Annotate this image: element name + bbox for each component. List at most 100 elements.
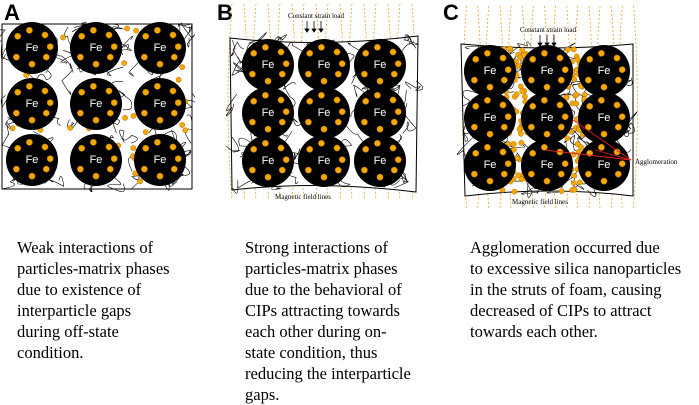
particle-dot: [529, 149, 537, 157]
particle-dot: [318, 43, 325, 51]
particle-dot: [42, 109, 50, 117]
particle-dot: [361, 166, 368, 174]
nanoparticle-dot: [564, 46, 571, 53]
fe-particle: Fe: [134, 22, 186, 74]
field-line: [633, 5, 638, 209]
particle-dot: [528, 170, 535, 178]
particle-dot: [500, 170, 508, 178]
fe-particle: Fe: [578, 92, 630, 144]
particle-dot: [541, 96, 548, 104]
particle-dot: [141, 109, 148, 117]
particle-dot: [394, 108, 402, 116]
particle-dot: [543, 83, 551, 91]
particle-dot: [110, 155, 118, 163]
nanoparticle-dot: [518, 130, 524, 137]
particle-dot: [154, 26, 161, 34]
fe-particle: Fe: [242, 39, 294, 91]
nanoparticle-dot: [179, 64, 186, 70]
fe-label: Fe: [484, 65, 497, 77]
particle-dot: [543, 177, 551, 185]
particle-dot: [529, 55, 537, 63]
particle-dot: [156, 172, 164, 180]
agglomeration-arrow: [594, 149, 632, 161]
nanoparticle-dot: [573, 91, 580, 98]
particle-dot: [374, 91, 381, 99]
particle-dot: [278, 70, 286, 78]
particle-dot: [26, 26, 33, 34]
nanoparticle-dot: [518, 139, 525, 146]
particle-dot: [618, 160, 626, 168]
particle-dot: [46, 99, 54, 107]
magnetic-field-label: Magnetic field lines: [512, 198, 568, 206]
particle-dot: [110, 43, 118, 51]
particle-dot: [598, 49, 605, 57]
particle-dot: [277, 144, 285, 152]
particle-dot: [28, 60, 36, 68]
particle-dot: [78, 32, 86, 40]
particle-dot: [169, 87, 177, 95]
fe-label: Fe: [154, 98, 167, 110]
fe-particle: Fe: [464, 92, 516, 144]
particle-dot: [262, 43, 269, 51]
panel-c-caption: Agglomeration occurred due to excessive …: [470, 238, 682, 341]
particle-dot: [92, 116, 100, 124]
particle-dot: [333, 96, 341, 104]
nanoparticle-dot: [519, 47, 525, 53]
particle-dot: [169, 143, 177, 151]
fe-particle: Fe: [70, 78, 122, 130]
particle-dot: [472, 149, 480, 157]
nanoparticle-dot: [124, 25, 130, 32]
particle-dot: [42, 53, 50, 61]
particle-dot: [282, 156, 290, 164]
particle-dot: [264, 173, 272, 181]
particle-dot: [374, 43, 381, 51]
particle-dot: [486, 130, 494, 138]
particle-dot: [26, 138, 33, 146]
fe-label: Fe: [318, 155, 331, 167]
particle-dot: [389, 144, 397, 152]
particle-dot: [141, 53, 148, 61]
particle-dot: [90, 26, 97, 34]
nanoparticle-dot: [519, 88, 526, 95]
fe-particle: Fe: [521, 139, 573, 191]
particle-dot: [90, 82, 97, 90]
particle-dot: [156, 60, 164, 68]
particle-dot: [264, 125, 272, 133]
nanoparticle-dot: [121, 60, 128, 66]
fe-particle: Fe: [354, 39, 406, 91]
particle-dot: [541, 49, 548, 57]
nanoparticle-dot: [517, 54, 524, 61]
particle-dot: [374, 139, 381, 147]
particle-dot: [504, 113, 512, 121]
particle-dot: [389, 96, 397, 104]
particle-dot: [613, 101, 621, 109]
particle-dot: [528, 123, 535, 131]
nanoparticle-dot: [9, 125, 16, 132]
particle-dot: [250, 49, 258, 57]
particle-dot: [333, 144, 341, 152]
particle-dot: [499, 54, 507, 62]
agglomeration-arrows: [544, 119, 632, 161]
particle-dot: [142, 32, 150, 40]
particle-dot: [504, 66, 512, 74]
particle-dot: [362, 97, 370, 105]
particle-dot: [586, 102, 594, 110]
fe-label: Fe: [262, 59, 275, 71]
particle-dot: [600, 177, 608, 185]
fe-particle: Fe: [6, 134, 58, 186]
particle-dot: [338, 60, 346, 68]
nanoparticle-dot: [67, 125, 74, 131]
nanoparticle-dot: [510, 141, 517, 147]
particle-dot: [46, 155, 54, 163]
nanoparticle-dot: [133, 27, 139, 34]
load-arrow-head: [537, 42, 543, 47]
nanoparticle-dot: [571, 186, 578, 193]
particle-dot: [306, 145, 314, 153]
fe-label: Fe: [598, 159, 611, 171]
particle-dot: [277, 96, 285, 104]
particle-dot: [556, 101, 564, 109]
particle-dot: [306, 97, 314, 105]
particle-dot: [277, 48, 285, 56]
load-arrow-head: [318, 28, 324, 33]
fe-label: Fe: [262, 155, 275, 167]
